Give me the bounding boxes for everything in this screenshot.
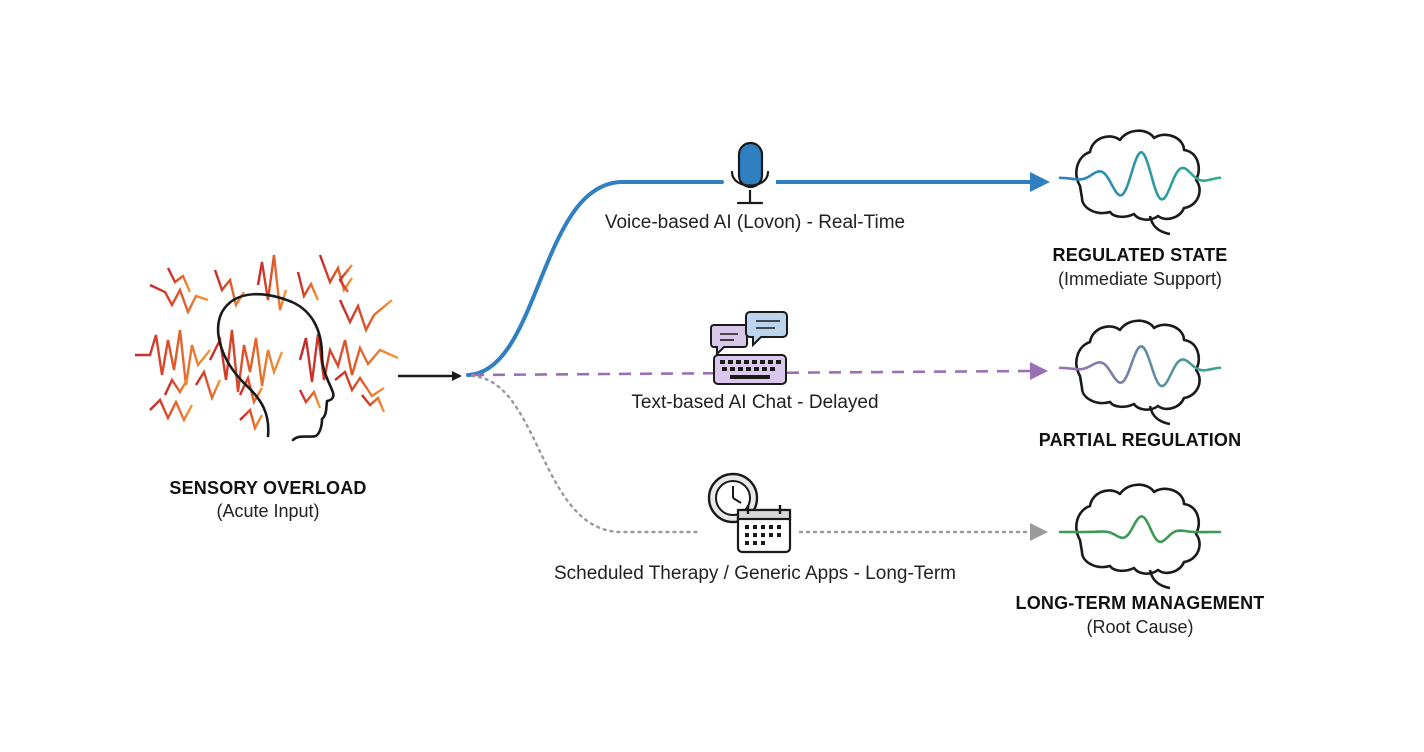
path-voice [466, 172, 1050, 377]
path-scheduled [470, 374, 1048, 541]
path-label-scheduled: Scheduled Therapy / Generic Apps - Long-… [553, 563, 957, 584]
brain-wave-icon [1058, 319, 1222, 426]
head-outline [216, 292, 335, 442]
outcome-subtitle-longterm: (Root Cause) [1086, 617, 1194, 637]
brain-wave-icon [1058, 483, 1222, 590]
outcome-title-partial: PARTIAL REGULATION [1038, 430, 1242, 450]
noise-lines [135, 254, 399, 432]
chat-keyboard-icon [710, 311, 788, 385]
outcome-title-longterm: LONG-TERM MANAGEMENT [1015, 593, 1265, 613]
source-title: SENSORY OVERLOAD [169, 478, 367, 498]
brain-outline [1075, 319, 1201, 426]
outcome-subtitle-regulated: (Immediate Support) [1057, 269, 1223, 289]
brain-outline [1075, 483, 1201, 590]
clock-calendar-icon [707, 472, 792, 554]
brain-wave-icon [1058, 129, 1222, 236]
brain-wave-line [1058, 344, 1222, 388]
brain-wave-line [1058, 151, 1222, 201]
path-label-text: Text-based AI Chat - Delayed [631, 392, 879, 413]
source-subtitle: (Acute Input) [216, 501, 320, 521]
head-with-noise-icon [135, 254, 399, 442]
microphone-icon [730, 141, 770, 205]
outcome-title-regulated: REGULATED STATE [1052, 245, 1228, 265]
path-label-voice: Voice-based AI (Lovon) - Real-Time [604, 212, 906, 233]
brain-wave-line [1058, 515, 1222, 544]
brain-outline [1075, 129, 1201, 236]
